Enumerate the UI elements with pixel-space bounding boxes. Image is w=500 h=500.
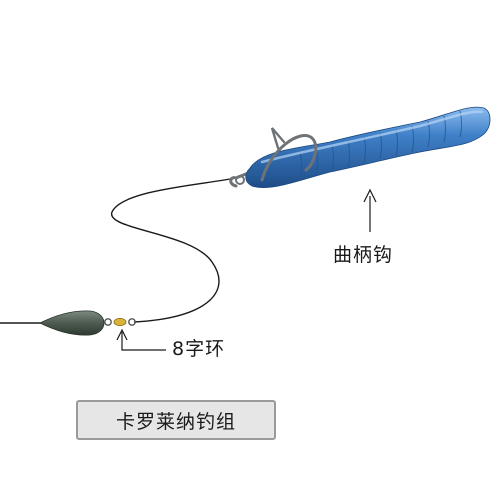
swivel-pointer-line [121, 332, 166, 351]
swivel-label: 8字环 [172, 338, 226, 360]
offset-hook [229, 134, 318, 188]
hook-label: 曲柄钩 [333, 244, 394, 266]
barrel-swivel [104, 317, 136, 326]
hook-pointer-arrow-icon [363, 188, 377, 203]
hook-eye-icon [235, 175, 246, 185]
leader-line [111, 177, 237, 323]
diagram-title: 卡罗莱纳钓组 [115, 410, 236, 433]
swivel-pointer-arrow-icon [116, 328, 128, 341]
title-box: 卡罗莱纳钓组 [76, 400, 276, 440]
bullet-sinker [39, 310, 105, 336]
